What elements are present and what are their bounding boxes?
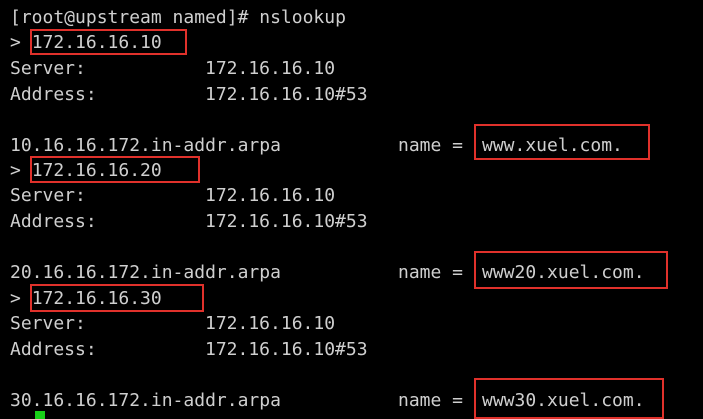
name-label: name =	[398, 262, 464, 283]
query-highlight-box	[30, 29, 187, 55]
nslookup-input-line: > 172.16.16.20	[10, 158, 162, 183]
server-label: Server:	[10, 185, 86, 206]
query-input: 172.16.16.20	[31, 160, 162, 181]
address-label: Address:	[10, 84, 97, 105]
resolved-hostname: www.xuel.com.	[482, 135, 623, 156]
address-value: 172.16.16.10#53	[205, 339, 368, 360]
name-label: name =	[398, 390, 464, 411]
hostname-highlight-box	[474, 124, 650, 160]
query-input: 172.16.16.30	[31, 288, 162, 309]
resolved-hostname: www20.xuel.com.	[482, 262, 645, 283]
input-prompt: >	[10, 32, 21, 53]
address-value: 172.16.16.10#53	[205, 211, 368, 232]
server-value: 172.16.16.10	[205, 313, 336, 334]
terminal-cursor	[35, 411, 45, 419]
server-value: 172.16.16.10	[205, 58, 336, 79]
resolved-hostname: www30.xuel.com.	[482, 390, 645, 411]
name-label: name =	[398, 135, 464, 156]
ptr-record: 30.16.16.172.in-addr.arpa	[10, 390, 281, 411]
hostname-highlight-box	[474, 378, 664, 419]
ptr-record: 20.16.16.172.in-addr.arpa	[10, 262, 281, 283]
address-label: Address:	[10, 211, 97, 232]
server-label: Server:	[10, 313, 86, 334]
query-highlight-box	[30, 156, 200, 183]
hostname-highlight-box	[474, 251, 668, 289]
query-highlight-box	[30, 284, 204, 312]
address-label: Address:	[10, 339, 97, 360]
input-prompt: >	[10, 288, 21, 309]
server-value: 172.16.16.10	[205, 185, 336, 206]
query-input: 172.16.16.10	[31, 32, 162, 53]
shell-prompt: [root@upstream named]# nslookup	[10, 7, 346, 28]
address-value: 172.16.16.10#53	[205, 84, 368, 105]
nslookup-input-line: > 172.16.16.10	[10, 30, 162, 55]
nslookup-input-line: > 172.16.16.30	[10, 286, 162, 311]
input-prompt: >	[10, 160, 21, 181]
ptr-record: 10.16.16.172.in-addr.arpa	[10, 135, 281, 156]
server-label: Server:	[10, 58, 86, 79]
